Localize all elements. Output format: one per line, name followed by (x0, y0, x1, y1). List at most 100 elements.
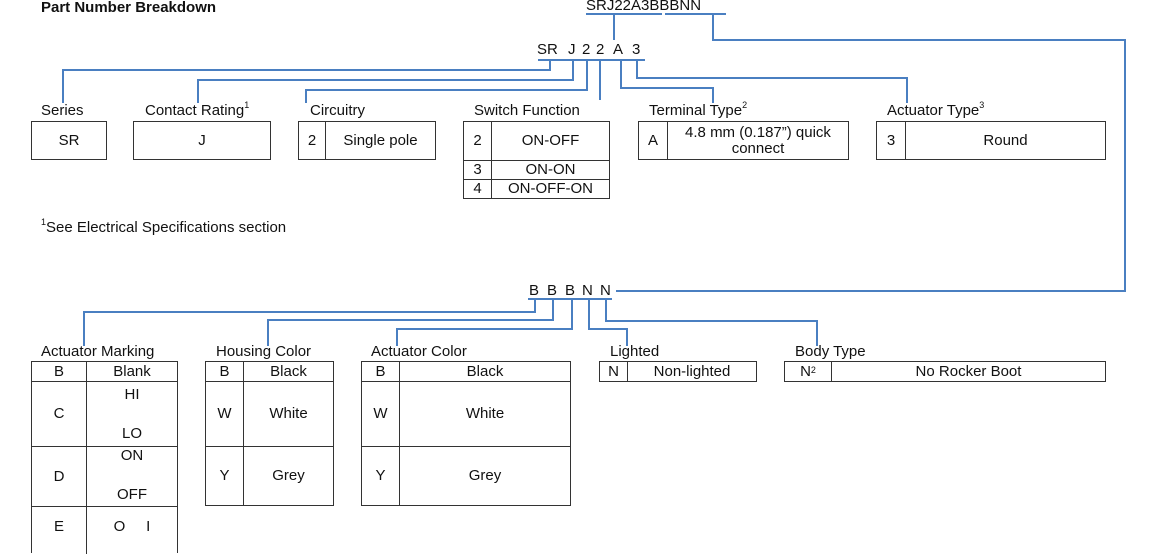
lighted-box: N Non-lighted (599, 361, 757, 382)
lighted-code: N (608, 362, 619, 380)
lighted-label: Lighted (610, 343, 660, 360)
series-label: Series (41, 102, 84, 119)
row-divider (32, 446, 177, 447)
circuitry-value: Single pole (343, 131, 418, 149)
actuator-marking-bottom: OFF (117, 486, 147, 503)
switch-function-code: 3 (473, 161, 482, 178)
actuator-color-table: B Black W White Y Grey (361, 361, 571, 506)
code-segment-contact-rating: J (568, 41, 576, 58)
switch-function-value: ON-OFF (521, 132, 580, 149)
footnote-mark: 1 (41, 217, 47, 227)
row-divider (464, 179, 609, 180)
terminal-type-value-line1: 4.8 mm (0.187”) quick (685, 123, 831, 141)
actuator-color-label: Actuator Color (371, 343, 467, 360)
contact-rating-value: J (198, 131, 206, 149)
code-segment-actuator-type: 3 (632, 41, 641, 58)
column-divider (86, 362, 87, 554)
actuator-marking-top: ON (120, 447, 144, 464)
circuitry-label: Circuitry (310, 102, 365, 119)
circuitry-code: 2 (307, 131, 317, 149)
housing-color-code: Y (219, 467, 230, 484)
divider (667, 122, 668, 159)
actuator-marking-value: O I (113, 518, 151, 535)
actuator-marking-value: Blank (113, 362, 151, 380)
housing-color-label: Housing Color (216, 343, 312, 360)
actuator-marking-top: HI (124, 386, 140, 403)
column-divider (491, 122, 492, 198)
terminal-type-box: A 4.8 mm (0.187”) quick connect (638, 121, 849, 160)
housing-color-value: Black (270, 362, 307, 380)
row-divider (32, 506, 177, 507)
column-divider (399, 362, 400, 505)
code-segment-terminal-type: A (613, 41, 624, 58)
divider (627, 362, 628, 381)
actuator-marking-bottom: LO (121, 425, 142, 442)
divider (831, 362, 832, 381)
housing-color-code: B (219, 362, 230, 380)
code-segment-series: SR (537, 41, 558, 58)
actuator-type-value: Round (983, 131, 1028, 149)
divider (905, 122, 906, 159)
terminal-type-footnote-mark: 2 (742, 100, 748, 110)
housing-color-value: Grey (272, 467, 305, 484)
housing-color-table: B Black W White Y Grey (205, 361, 334, 506)
terminal-type-code: A (647, 131, 658, 149)
actuator-color-value: Black (466, 362, 504, 380)
actuator-marking-code: E (53, 518, 64, 535)
series-value: SR (58, 131, 80, 149)
actuator-color-value: Grey (468, 467, 502, 484)
code-segment-switch-function: 2 (596, 41, 605, 58)
body-type-code-text: N (800, 362, 811, 380)
row-divider (362, 446, 570, 447)
code-segment-lighted: N (582, 282, 593, 299)
terminal-type-label: Terminal Type2 (649, 100, 748, 119)
body-type-label: Body Type (795, 343, 866, 360)
switch-function-code: 4 (473, 180, 482, 197)
lighted-value: Non-lighted (653, 362, 731, 380)
actuator-marking-code: B (53, 362, 64, 380)
row-divider (464, 160, 609, 161)
divider (325, 122, 326, 159)
contact-rating-label: Contact Rating1 (145, 100, 250, 119)
footnote: 1See Electrical Specifications section (41, 217, 287, 236)
contact-rating-box: J (133, 121, 271, 160)
actuator-type-label: Actuator Type3 (887, 100, 985, 119)
contact-rating-label-text: Contact Rating (145, 102, 245, 119)
footnote-text: See Electrical Specifications section (46, 219, 287, 236)
actuator-marking-table: B Blank C HI LO D ON OFF E O I (31, 361, 178, 554)
terminal-type-label-text: Terminal Type (649, 102, 743, 119)
actuator-marking-code: C (53, 405, 65, 422)
switch-function-code: 2 (473, 132, 482, 149)
housing-color-code: W (217, 405, 232, 422)
column-divider (243, 362, 244, 505)
actuator-color-value: White (465, 405, 505, 422)
circuitry-box: 2 Single pole (298, 121, 436, 160)
series-box: SR (31, 121, 107, 160)
terminal-type-value: 4.8 mm (0.187”) quick connect (668, 122, 848, 159)
switch-function-table: 2 ON-OFF 3 ON-ON 4 ON-OFF-ON (463, 121, 610, 199)
row-divider (206, 446, 333, 447)
code-segment-actuator-color: B (565, 282, 576, 299)
row-divider (362, 381, 570, 382)
code-segment-circuitry: 2 (582, 41, 591, 58)
terminal-type-value-line2: connect (731, 139, 785, 157)
actuator-type-footnote-mark: 3 (979, 100, 985, 110)
housing-color-value: White (269, 405, 308, 422)
switch-function-value: ON-ON (525, 161, 576, 178)
actuator-type-label-text: Actuator Type (887, 102, 980, 119)
row-divider (206, 381, 333, 382)
contact-rating-footnote-mark: 1 (244, 100, 250, 110)
code-segment-actuator-marking: B (529, 282, 540, 299)
body-type-footnote-mark: 2 (810, 364, 816, 375)
actuator-marking-code: D (53, 468, 65, 485)
page-title: Part Number Breakdown (41, 0, 217, 16)
actuator-color-code: W (373, 405, 388, 422)
actuator-marking-label: Actuator Marking (41, 343, 155, 360)
code-segment-housing-color: B (547, 282, 558, 299)
switch-function-value: ON-OFF-ON (508, 180, 593, 197)
body-type-value: No Rocker Boot (915, 362, 1022, 380)
row-divider (32, 381, 177, 382)
switch-function-label: Switch Function (474, 102, 580, 119)
